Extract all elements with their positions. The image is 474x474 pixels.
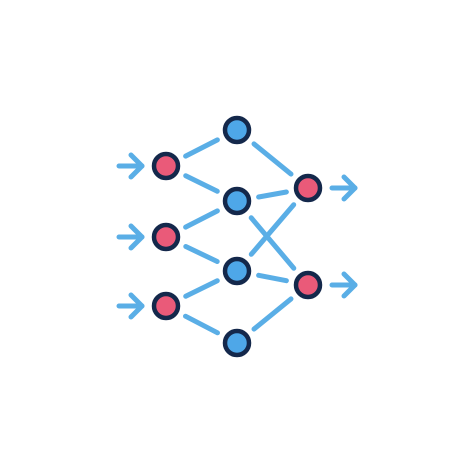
input-node-in1 xyxy=(151,151,181,181)
connection-line xyxy=(251,141,294,177)
flow-arrows xyxy=(116,152,358,320)
input-arrow-icon xyxy=(116,292,145,320)
input-arrow-icon xyxy=(116,223,145,251)
network-nodes xyxy=(151,115,323,358)
connection-line xyxy=(248,215,297,271)
hidden-node-h2 xyxy=(222,186,252,216)
connection-line xyxy=(183,278,220,299)
output-node-out2 xyxy=(293,270,323,300)
connection-line xyxy=(183,313,220,336)
connection-line xyxy=(183,208,220,230)
input-arrow-icon xyxy=(116,152,145,180)
hidden-node-h3 xyxy=(222,256,252,286)
hidden-node-h4 xyxy=(222,328,252,358)
output-node-out1 xyxy=(293,173,323,203)
connection-line xyxy=(183,173,220,194)
connection-line xyxy=(256,272,289,284)
connection-line xyxy=(248,202,297,257)
connection-line xyxy=(183,244,220,264)
input-node-in3 xyxy=(151,291,181,321)
connection-line xyxy=(251,296,294,332)
connection-line xyxy=(256,189,289,200)
output-arrow-icon xyxy=(329,174,358,202)
connection-line xyxy=(183,137,220,159)
output-arrow-icon xyxy=(329,271,358,299)
hidden-node-h1 xyxy=(222,115,252,145)
input-node-in2 xyxy=(151,222,181,252)
connection-lines xyxy=(183,137,297,336)
